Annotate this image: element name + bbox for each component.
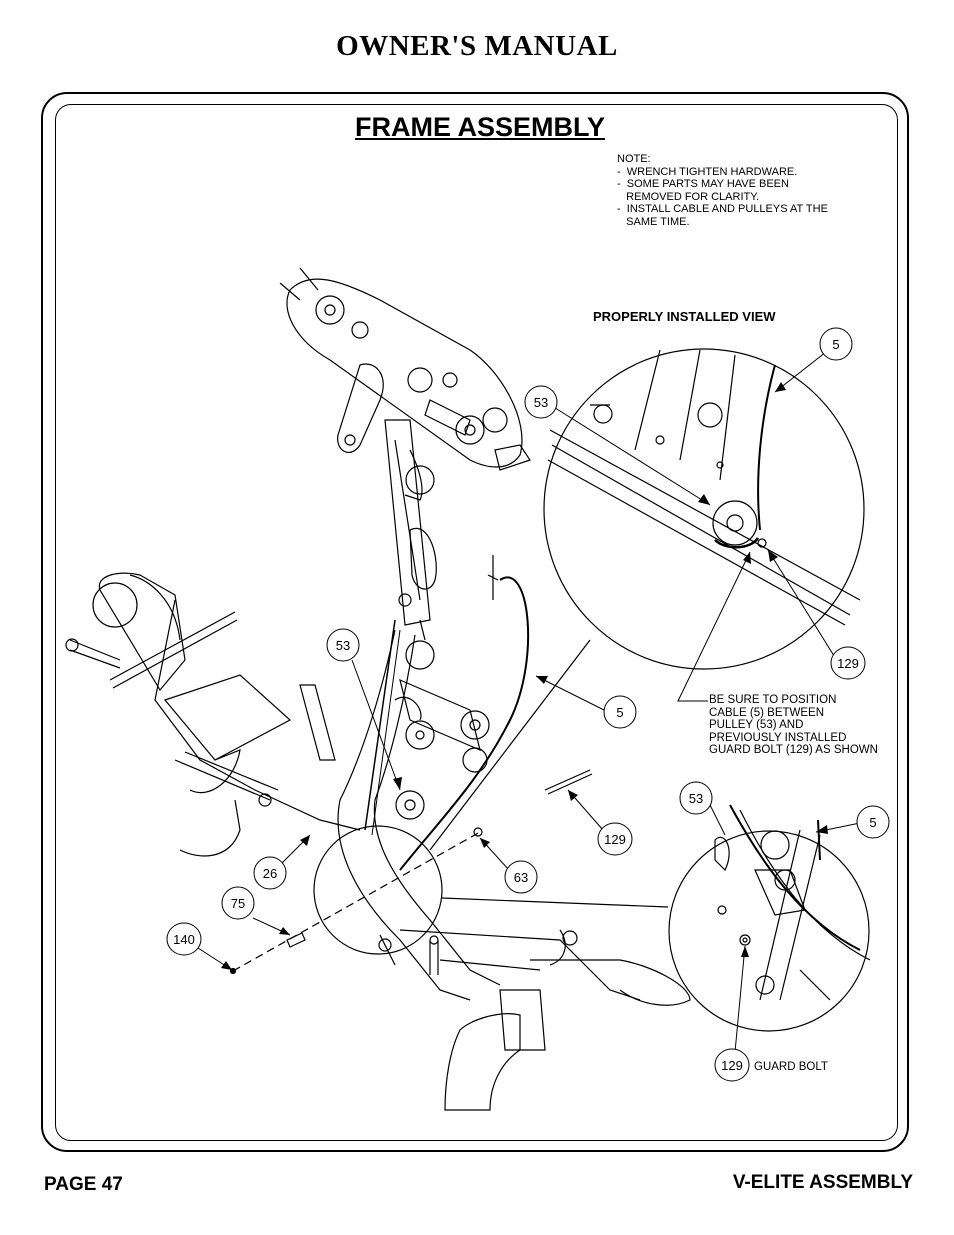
callout-129-mid: 129: [604, 832, 626, 847]
callout-53-lower: 53: [689, 791, 703, 806]
callout-5-mid: 5: [616, 705, 623, 720]
callout-75: 75: [231, 896, 245, 911]
position-note-line: GUARD BOLT (129) AS SHOWN: [709, 744, 878, 756]
callout-140: 140: [173, 932, 195, 947]
callout-arrowheads: [221, 382, 828, 970]
callout-129-top: 129: [837, 656, 859, 671]
manual-title: OWNER'S MANUAL: [336, 30, 618, 62]
note-line: - INSTALL CABLE AND PULLEYS AT THE: [617, 203, 828, 215]
position-note-line: CABLE (5) BETWEEN: [709, 706, 825, 719]
properly-installed-view-detail: [543, 348, 865, 670]
callout-129-lower: 129: [721, 1058, 743, 1073]
callout-labels: 5 53 129 5 53 129 63 26 75 140 53 5 129: [173, 337, 876, 1073]
machine-illustration: [65, 267, 691, 1111]
callout-53-left: 53: [336, 638, 350, 653]
callout-circles: [166, 327, 890, 1082]
note-line: REMOVED FOR CLARITY.: [617, 190, 760, 203]
footer-section-name: V-ELITE ASSEMBLY: [732, 1172, 913, 1193]
note-line: - WRENCH TIGHTEN HARDWARE.: [617, 165, 798, 178]
note-line: NOTE:: [617, 153, 651, 165]
callout-5-top: 5: [832, 337, 839, 352]
cable-position-note: BE SURE TO POSITION CABLE (5) BETWEEN PU…: [709, 694, 878, 757]
outer-border: [41, 92, 909, 1152]
position-note-line: PREVIOUSLY INSTALLED: [709, 731, 847, 744]
callout-63: 63: [514, 870, 528, 885]
callout-leaders: [197, 351, 861, 1053]
callout-5-lower: 5: [869, 815, 876, 830]
inner-border: [55, 104, 898, 1141]
callout-26: 26: [263, 866, 277, 881]
position-note-line: PULLEY (53) AND: [709, 719, 804, 731]
properly-installed-view-label: PROPERLY INSTALLED VIEW: [593, 309, 776, 324]
position-note-line: BE SURE TO POSITION: [709, 694, 837, 706]
section-title: FRAME ASSEMBLY: [354, 112, 606, 142]
page-number: PAGE 47: [44, 1174, 123, 1195]
guard-bolt-detail: [668, 804, 871, 1032]
note-line: SAME TIME.: [617, 215, 690, 228]
assembly-notes: NOTE: - WRENCH TIGHTEN HARDWARE. - SOME …: [617, 153, 828, 228]
callout-53-top: 53: [534, 395, 548, 410]
guard-bolt-label: GUARD BOLT: [754, 1061, 828, 1073]
note-line: - SOME PARTS MAY HAVE BEEN: [617, 178, 789, 190]
